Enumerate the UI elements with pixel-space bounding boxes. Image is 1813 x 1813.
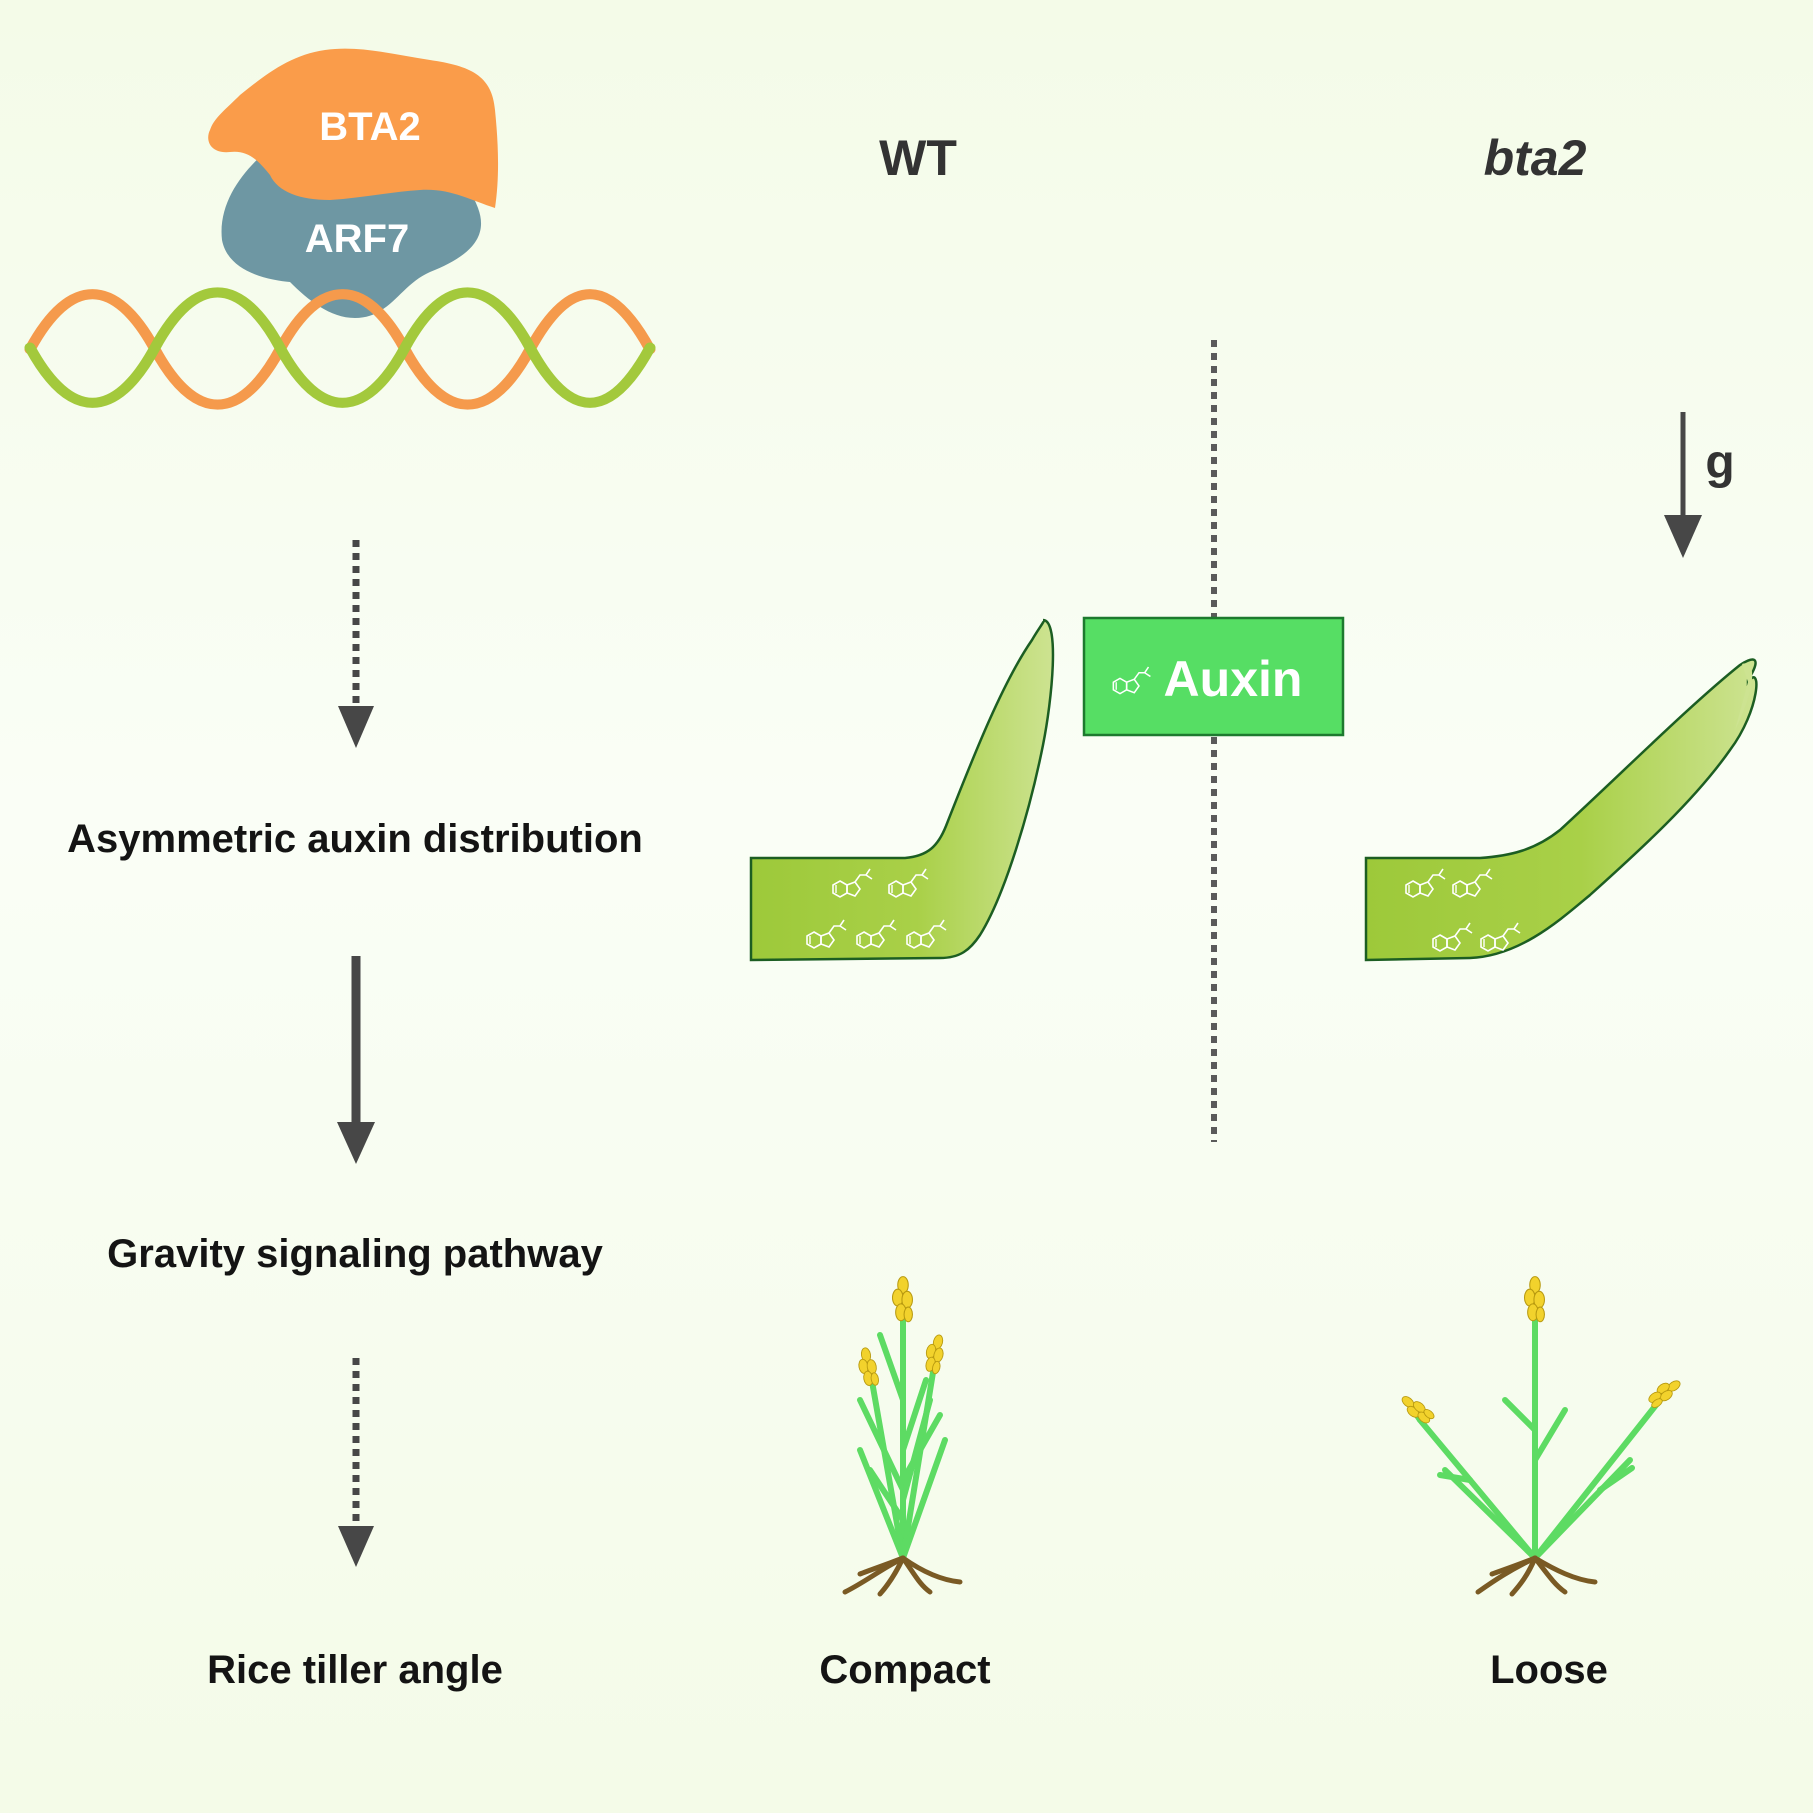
wt-bending-organ (749, 618, 1055, 962)
dna-strand-green (24, 287, 656, 408)
arrowhead-2 (337, 1122, 375, 1164)
bta2-label: BTA2 (319, 105, 420, 149)
bta2-bending-organ (1364, 658, 1758, 962)
phenotype-loose: Loose (1490, 1648, 1608, 1692)
rice-plant-icon (1396, 1276, 1685, 1597)
step-gravity-signaling: Gravity signaling pathway (107, 1232, 603, 1276)
dna-helix-icon (24, 287, 656, 410)
step-tiller-angle: Rice tiller angle (207, 1648, 503, 1692)
step-asymmetric-auxin: Asymmetric auxin distribution (67, 817, 643, 861)
protein-complex: BTA2 ARF7 (208, 48, 499, 318)
arf7-label: ARF7 (305, 217, 409, 261)
auxin-box-label: Auxin (1164, 651, 1303, 707)
gravity-label: g (1705, 436, 1734, 489)
bta2-blob (208, 48, 499, 209)
phenotype-compact: Compact (819, 1648, 990, 1692)
bta2-organ-body (1364, 658, 1758, 962)
gravity-arrow-icon: g (1664, 412, 1735, 558)
wt-organ-body (749, 618, 1055, 962)
header-wt: WT (879, 130, 957, 186)
dna-strand-orange (24, 289, 656, 410)
arrowhead-1 (338, 706, 374, 748)
auxin-box: Auxin (1082, 616, 1345, 737)
auxin-box-rect (1082, 616, 1345, 737)
header-bta2: bta2 (1484, 130, 1587, 186)
rice-plant-icon (842, 1276, 963, 1597)
arrowhead-3 (338, 1526, 374, 1567)
bta2-organ-tip (1735, 663, 1753, 730)
gravity-arrowhead (1664, 515, 1702, 558)
